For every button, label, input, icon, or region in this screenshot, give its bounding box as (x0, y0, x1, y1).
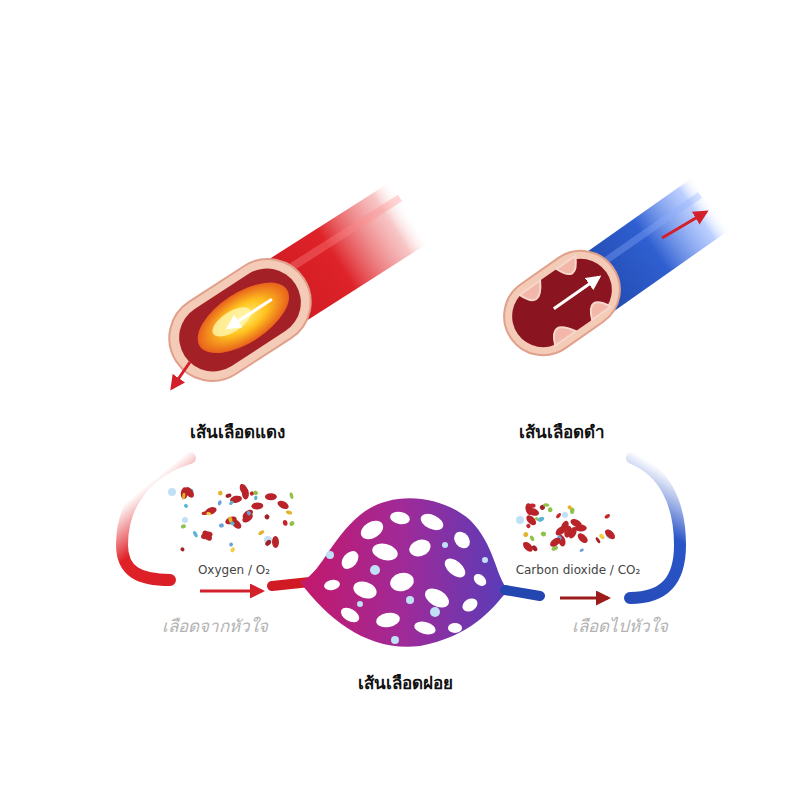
blood-particle (230, 547, 236, 554)
blood-particle (521, 540, 534, 553)
oxygen-bubble (562, 512, 568, 518)
blood-particle (525, 523, 531, 529)
blood-particle (567, 526, 578, 540)
blood-particle (218, 491, 223, 496)
oxygen-bubble (406, 596, 414, 604)
oxygen-bubble (182, 517, 188, 523)
blood-particle (229, 542, 233, 547)
blood-particle (180, 524, 186, 529)
blood-particle (241, 512, 255, 525)
oxygen-bubble (516, 516, 524, 524)
artery-label: เส้นเลือดแดง (190, 422, 285, 442)
blood-particle (254, 496, 258, 501)
vein-label: เส้นเลือดดำ (519, 422, 605, 442)
blood-particle (200, 530, 214, 540)
blood-particle (206, 512, 211, 516)
oxygen-bubble (391, 636, 399, 644)
blood-particle (598, 533, 605, 540)
blood-particle (523, 532, 529, 538)
blood-particle (288, 520, 295, 527)
blood-particle (276, 499, 290, 511)
blood-particle (242, 487, 250, 499)
blood-particle (540, 531, 547, 537)
blood-particle (201, 529, 214, 543)
blood-particle (289, 492, 294, 500)
oxygen-bubble (326, 551, 334, 559)
blood-particle (204, 506, 218, 517)
blood-particle (224, 515, 238, 526)
blood-particle (603, 528, 617, 541)
oxygen-bubble (442, 542, 448, 548)
blood-particle (249, 491, 254, 496)
blood-particle (192, 530, 198, 538)
flow-label: เลือดไปหัวใจ (572, 616, 668, 636)
oxygen-bubble (168, 488, 176, 496)
blood-particle (282, 520, 288, 527)
oxygen-label: Oxygen / O₂ (195, 563, 273, 577)
blood-particle (251, 502, 263, 510)
blood-particle (285, 510, 292, 515)
blood-particle (180, 547, 186, 552)
blood-particle (604, 513, 611, 519)
blood-particle (272, 536, 279, 548)
blood-particle (534, 516, 539, 521)
blood-particle (529, 503, 536, 507)
blood-particle (543, 503, 549, 507)
blood-particle (230, 521, 236, 527)
capillary-label: เส้นเลือดฝอย (358, 673, 453, 693)
blood-particle (264, 513, 271, 520)
blood-particle (526, 507, 540, 518)
blood-particle (217, 500, 222, 506)
blood-particle (554, 524, 568, 537)
blood-particle (183, 485, 196, 499)
blood-particle (529, 535, 535, 542)
blood-particle (264, 539, 272, 547)
oxygen-bubble (430, 607, 440, 617)
oxygen-bubble (370, 565, 380, 575)
blood-particle (228, 500, 234, 506)
oxygen-bubble (482, 557, 488, 563)
flow-label: เลือดจากหัวใจ (162, 616, 268, 636)
blood-particle (555, 512, 562, 519)
blood-particle (247, 511, 252, 516)
blood-particle (548, 536, 562, 549)
blood-particle (595, 537, 601, 544)
blood-particle (567, 505, 573, 511)
blood-particle (182, 493, 186, 500)
co2-label: Carbon dioxide / CO₂ (513, 563, 644, 577)
blood-particle (265, 493, 277, 500)
blood-particle (219, 523, 225, 528)
blood-particle (548, 507, 553, 512)
blood-particle (576, 532, 589, 545)
blood-particle (579, 548, 584, 553)
oxygen-bubble (357, 601, 363, 607)
blood-particle (225, 493, 232, 499)
blood-particle (183, 503, 189, 509)
blood-particle (258, 530, 265, 536)
